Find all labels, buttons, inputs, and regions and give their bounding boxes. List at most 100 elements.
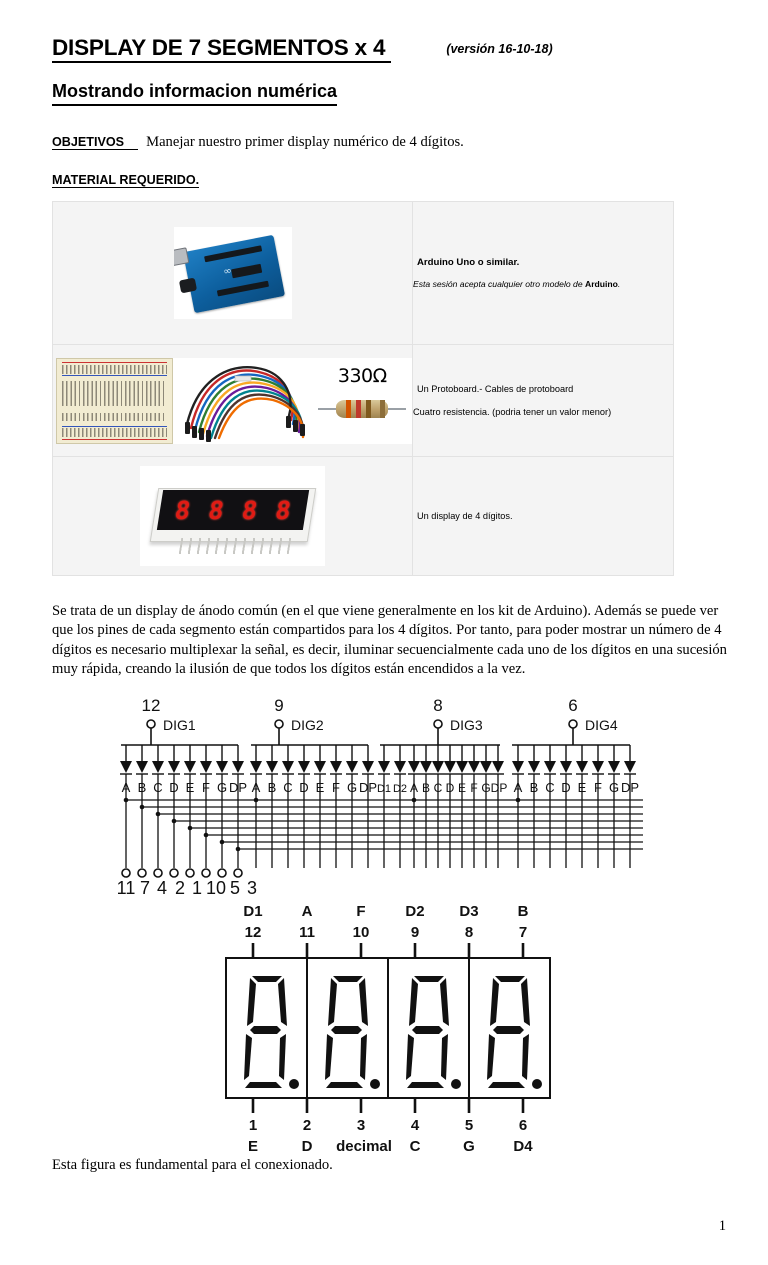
pinout-top-label: D1: [243, 903, 262, 920]
bottom-terminal: [216, 868, 227, 878]
seven-segment-glyph: [243, 976, 299, 1090]
protoboard-image-cell: 330Ω: [52, 344, 413, 458]
pinout-top-labels: D1 A F D2 D3 B: [243, 903, 528, 920]
resistor-band-2: [356, 399, 362, 418]
pinout-top-label: A: [301, 903, 312, 920]
resistor-value-label: 330Ω: [337, 364, 387, 387]
dig1-pin-number: 12: [141, 696, 160, 715]
pinout-bottom-label: C: [409, 1138, 420, 1155]
breadboard-blue-line-bottom: [62, 425, 168, 427]
dig2-label: DIG2: [291, 717, 324, 733]
bottom-terminal: [168, 868, 179, 878]
display-caption-cell: Un display de 4 dígitos.: [412, 456, 674, 577]
jumper-wires-svg: [185, 365, 306, 442]
pinout-top-pins: 12 11 10 9 8 7: [244, 924, 527, 941]
bottom-terminal: [200, 868, 211, 878]
breadboard-blue-line-top: [62, 374, 168, 376]
bottom-pin-number: 11: [118, 878, 135, 898]
pinout-top-label: D3: [459, 903, 478, 920]
protoboard-images-group: 330Ω: [53, 345, 412, 456]
breadboard-rail-bottom: [62, 427, 168, 437]
breadboard-holes: [62, 380, 168, 421]
bottom-pin-number: 10: [205, 878, 225, 898]
schematic-junction-dots: [123, 797, 520, 852]
bottom-terminal: [232, 868, 243, 878]
material-heading: MATERIAL REQUERIDO.: [52, 173, 723, 189]
resistor-band-1: [346, 399, 352, 418]
resistor-lead-right: [388, 407, 407, 410]
pinout-digit-glyphs: [243, 976, 542, 1090]
dig3-label: DIG3: [450, 717, 483, 733]
subtitle-row: Mostrando informacion numérica: [52, 63, 723, 106]
pinout-bottom-label: D4: [513, 1138, 533, 1155]
arduino-caption-cell: Arduino Uno o similar. Esta sesión acept…: [412, 201, 674, 346]
arduino-chip: [230, 263, 262, 279]
pinout-top-pin: 10: [352, 924, 369, 941]
pinout-bottom-pin: 3: [356, 1117, 364, 1134]
bottom-pin-number: 7: [139, 878, 149, 898]
display-image-cell: 8 8 8 8: [52, 456, 413, 577]
pinout-bottom-pin: 5: [464, 1117, 472, 1134]
pinout-top-pin: 12: [244, 924, 261, 941]
pinout-top-label: F: [356, 903, 365, 920]
arduino-uno-board-image: ∞: [53, 202, 412, 344]
bottom-pin-number: 5: [229, 878, 239, 898]
schematic-svg: 12 DIG1 9 DIG2 8 DIG3 6 DIG4: [118, 696, 643, 898]
display-pins: [178, 538, 292, 555]
table-row: ∞ Arduino Uno o similar. Esta sesión ace…: [52, 201, 674, 346]
schematic-bottom-pins: 11 7 4 2 1 10 5 3: [118, 868, 257, 898]
schematic-segment-bus: [125, 799, 643, 850]
arduino-image-cell: ∞: [52, 201, 413, 346]
table-row: 8 8 8 8 Un display de 4 dígitos.: [52, 456, 674, 577]
display-digit: 8: [206, 495, 227, 525]
digit-box: [467, 957, 551, 1100]
jumper-wires-image: [173, 357, 313, 444]
pinout-top-label: D2: [405, 903, 424, 920]
dig3-terminal: [432, 719, 443, 729]
breadboard-image: [56, 357, 174, 444]
title-row: DISPLAY DE 7 SEGMENTOS x 4 (versión 16-1…: [52, 34, 723, 64]
breadboard-red-line-top: [62, 361, 168, 363]
dig2-terminal: [273, 719, 284, 729]
breadboard-rail-top: [62, 364, 168, 374]
dig1-label: DIG1: [163, 717, 196, 733]
resistor-band-3: [366, 399, 372, 418]
pinout-top-pin: 8: [464, 924, 472, 941]
pinout-bottom-pin: 4: [410, 1117, 419, 1134]
resistor-lead-left: [318, 407, 337, 410]
seven-segment-glyph: [405, 976, 461, 1090]
materials-table: ∞ Arduino Uno o similar. Esta sesión ace…: [52, 201, 674, 577]
display-digit: 8: [239, 495, 260, 525]
protoboard-caption-cell: Un Protoboard.- Cables de protoboard Cua…: [412, 344, 674, 458]
objectives-text: Manejar nuestro primer display numérico …: [146, 133, 464, 150]
pinout-digit-boxes: [224, 957, 551, 1100]
dig4-pin-number: 6: [568, 696, 577, 715]
pinout-top-pin: 7: [518, 924, 526, 941]
pinout-top-pin: 11: [299, 924, 315, 941]
pinout-bottom-pin: 2: [302, 1117, 310, 1134]
dig1-terminal: [145, 719, 156, 729]
schematic-led-array: AB CD EF GDP: [119, 745, 639, 869]
table-row: 330Ω Un Protoboard.- Cabl: [52, 344, 674, 458]
pinout-bottom-pin: 6: [518, 1117, 526, 1134]
page-subtitle: Mostrando informacion numérica: [52, 80, 338, 106]
pinout-bottom-label: D: [301, 1138, 312, 1155]
seven-segment-display-image: 8 8 8 8: [53, 457, 412, 575]
arduino-caption-bold: Arduino Uno o similar.: [417, 257, 520, 269]
page-title: DISPLAY DE 7 SEGMENTOS x 4: [52, 34, 392, 64]
svg-text:DP: DP: [490, 781, 507, 795]
resistor-band-4: [380, 399, 386, 418]
arduino-pcb: ∞: [182, 234, 285, 314]
bottom-pin-number: 1: [191, 878, 201, 898]
dig4-terminal: [567, 719, 578, 729]
schematic-digit-commons: 12 DIG1 9 DIG2 8 DIG3 6 DIG4: [141, 696, 618, 746]
pinout-bottom-labels: E D decimal C G D4: [247, 1138, 532, 1155]
resistor-image: 330Ω: [312, 357, 412, 444]
pinout-bottom-pin: 1: [248, 1117, 256, 1134]
dig2-pin-number: 9: [274, 696, 283, 715]
seven-segment-glyph: [486, 976, 542, 1090]
dig4-label: DIG4: [585, 717, 618, 733]
